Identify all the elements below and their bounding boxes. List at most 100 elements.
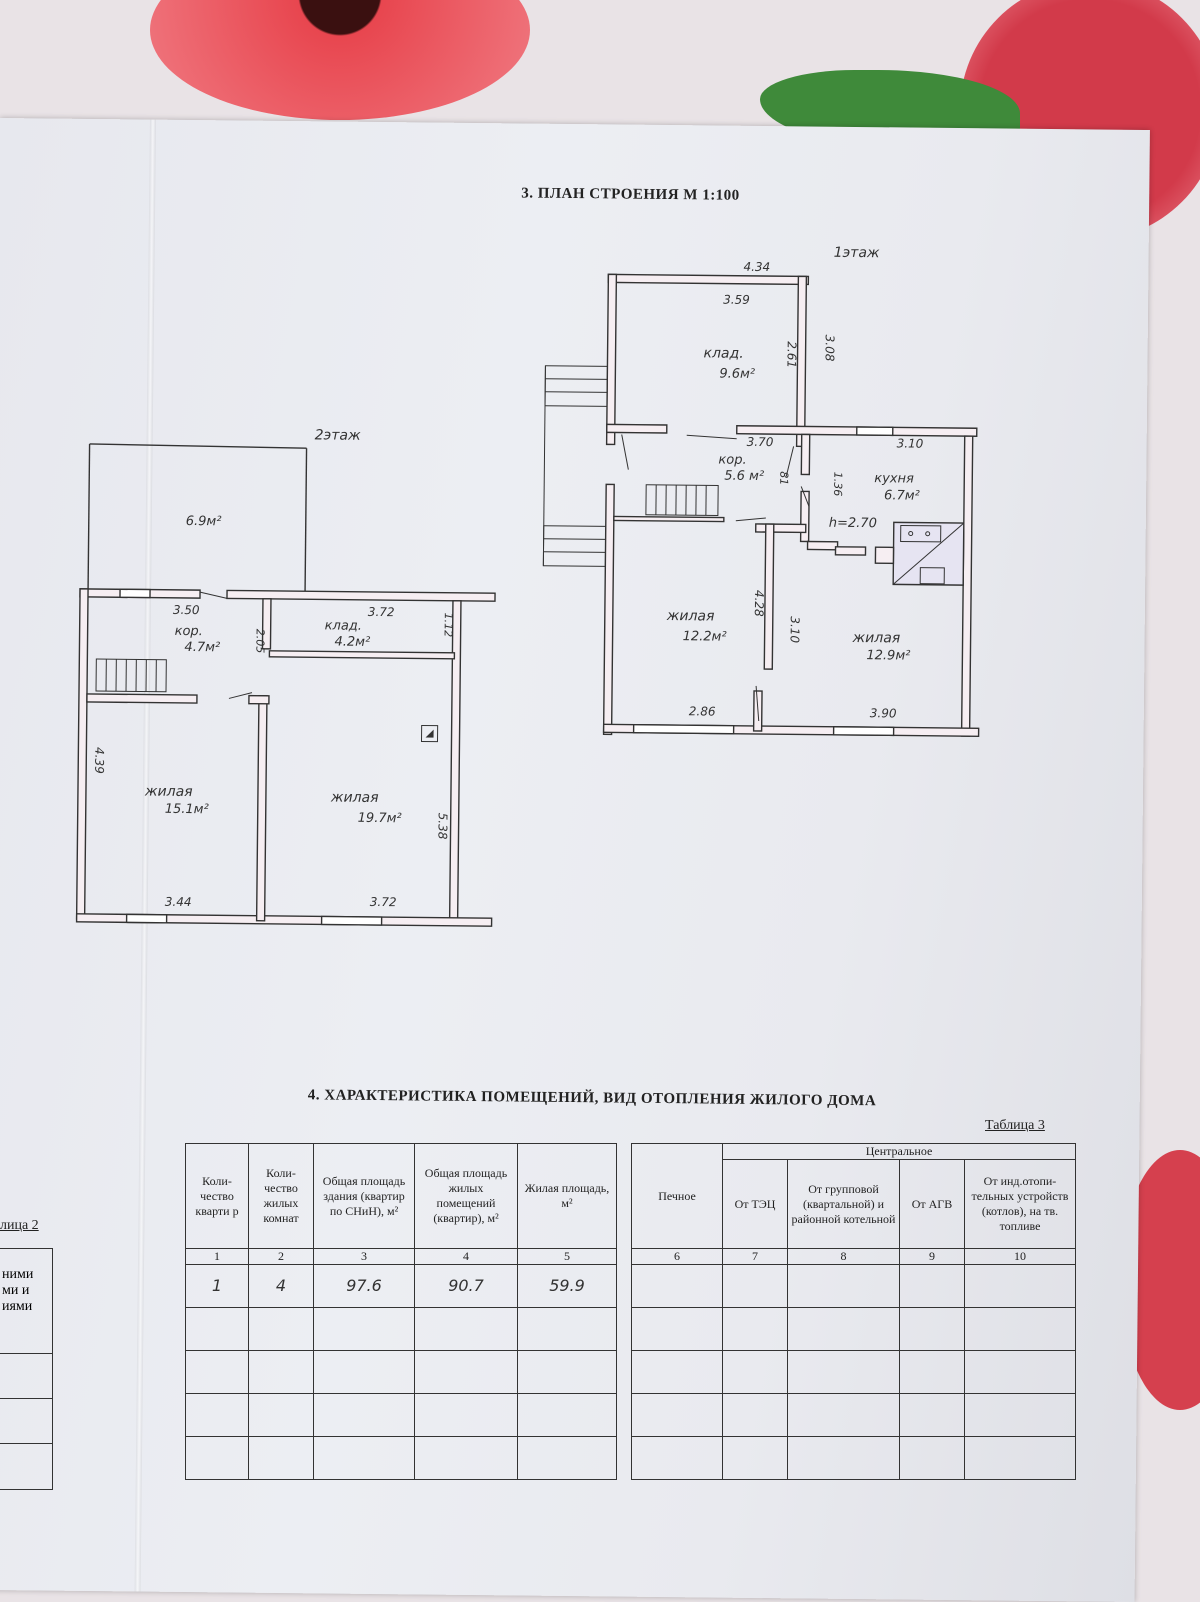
- table-cell: [900, 1351, 965, 1394]
- dim-label: 2.86: [689, 704, 716, 718]
- room-name: кор.: [175, 624, 203, 639]
- column-gap: [617, 1351, 632, 1394]
- table-cell: [723, 1308, 788, 1351]
- dim-label: 3.08: [822, 335, 836, 362]
- table-cell: [788, 1351, 900, 1394]
- table-cell: [415, 1351, 518, 1394]
- dim-label: 5.38: [435, 813, 449, 840]
- col-number: 4: [415, 1249, 518, 1265]
- room-name: клад.: [703, 345, 743, 361]
- table-cell: [415, 1308, 518, 1351]
- table-cell: [249, 1437, 314, 1480]
- col-header: Коли-чество жилых комнат: [249, 1144, 314, 1249]
- table-cell: [249, 1351, 314, 1394]
- table-cell: [723, 1265, 788, 1308]
- table-cell: [965, 1394, 1076, 1437]
- col-number: 8: [788, 1249, 900, 1265]
- table-cell: [518, 1394, 617, 1437]
- col-header: От инд.отопи-тельных устройств (котлов),…: [965, 1160, 1076, 1249]
- table-cell: [518, 1308, 617, 1351]
- table-cell: 90.7: [415, 1265, 518, 1308]
- table-cell: [314, 1351, 415, 1394]
- characteristics-table: Коли-чество кварти р Коли-чество жилых к…: [185, 1143, 1076, 1480]
- table2-header: ними ми и иями: [0, 1249, 52, 1354]
- table-cell: [415, 1437, 518, 1480]
- dim-label: 3.72: [368, 605, 395, 619]
- room-area: 19.7м²: [358, 811, 402, 826]
- table-cell: [632, 1308, 723, 1351]
- table-cell: [788, 1265, 900, 1308]
- table-row: [186, 1394, 1076, 1437]
- table-row: 1 4 97.6 90.7 59.9: [186, 1265, 1076, 1308]
- room-name: кор.: [718, 453, 746, 468]
- table-cell: [788, 1437, 900, 1480]
- column-gap: [617, 1394, 632, 1437]
- table-cell: 1: [186, 1265, 249, 1308]
- table-cell: [723, 1351, 788, 1394]
- room-area: 12.2м²: [683, 629, 727, 644]
- col-number: 3: [314, 1249, 415, 1265]
- floor2-label: 2этаж: [315, 427, 361, 443]
- dim-label: 3.44: [165, 895, 192, 909]
- room-name: жилая: [330, 789, 379, 806]
- col-header: Жилая площадь, м²: [518, 1144, 617, 1249]
- room-area: 5.6 м²: [724, 469, 764, 484]
- table-cell: [965, 1351, 1076, 1394]
- col-number: 2: [249, 1249, 314, 1265]
- table-row: [186, 1308, 1076, 1351]
- dim-label: 3.59: [723, 293, 750, 307]
- col-header: Коли-чество кварти р: [186, 1144, 249, 1249]
- table-cell: [632, 1265, 723, 1308]
- table-cell: [518, 1437, 617, 1480]
- col-number: 1: [186, 1249, 249, 1265]
- table-row: [186, 1351, 1076, 1394]
- floor-plans: 1этаж 4.34 3.59 2.61 3.08 клад. 9.6м² 3.…: [0, 118, 1150, 990]
- table2-text: ми и: [2, 1283, 52, 1299]
- column-gap: [617, 1144, 632, 1265]
- table2-text: ними: [2, 1267, 52, 1283]
- room-area: 9.6м²: [719, 367, 755, 382]
- table-cell: 59.9: [518, 1265, 617, 1308]
- table-cell: [186, 1437, 249, 1480]
- col-number: 6: [632, 1249, 723, 1265]
- room-area: 12.9м²: [866, 648, 910, 663]
- table-cell: [314, 1437, 415, 1480]
- table-cell: [632, 1394, 723, 1437]
- table2-text: иями: [2, 1299, 52, 1315]
- col-header: Общая площадь жилых помещений (квартир),…: [415, 1144, 518, 1249]
- floor2-plan: 2этаж 6.9м² 3.50 кор. 4.7м² 2.05 3.72 кл…: [77, 425, 497, 926]
- room-name: жилая: [144, 784, 193, 801]
- ceiling-height: h=2.70: [829, 516, 877, 532]
- table-cell: [186, 1308, 249, 1351]
- col-header: От групповой (квартальной) и районной ко…: [788, 1160, 900, 1249]
- table-cell: [249, 1394, 314, 1437]
- table-header-row: Коли-чество кварти р Коли-чество жилых к…: [186, 1144, 1076, 1160]
- tablecloth-flower: [150, 0, 530, 120]
- room-name: кухня: [874, 471, 914, 486]
- table-cell: [900, 1265, 965, 1308]
- room-area: 4.7м²: [184, 640, 220, 655]
- dim-label: 3.72: [370, 895, 397, 909]
- table-cell: [249, 1308, 314, 1351]
- table-cell: [186, 1394, 249, 1437]
- col-number: 7: [723, 1249, 788, 1265]
- dim-label: 1.36: [831, 472, 844, 497]
- col-header: От ТЭЦ: [723, 1160, 788, 1249]
- room-name: клад.: [325, 618, 362, 633]
- table-cell: 97.6: [314, 1265, 415, 1308]
- column-gap: [617, 1308, 632, 1351]
- table-cell: [632, 1351, 723, 1394]
- table-cell: 4: [249, 1265, 314, 1308]
- table-cell: [314, 1308, 415, 1351]
- room-name: жилая: [666, 608, 715, 625]
- table-cell: [900, 1308, 965, 1351]
- table-cell: [632, 1437, 723, 1480]
- dim-label: 3.10: [788, 616, 802, 643]
- room-area: 15.1м²: [165, 802, 209, 817]
- col-number: 10: [965, 1249, 1076, 1265]
- column-gap: [617, 1265, 632, 1308]
- table-cell: [723, 1437, 788, 1480]
- table2-row: [0, 1399, 52, 1444]
- table2-label: лица 2: [0, 1218, 39, 1234]
- table-cell: [723, 1394, 788, 1437]
